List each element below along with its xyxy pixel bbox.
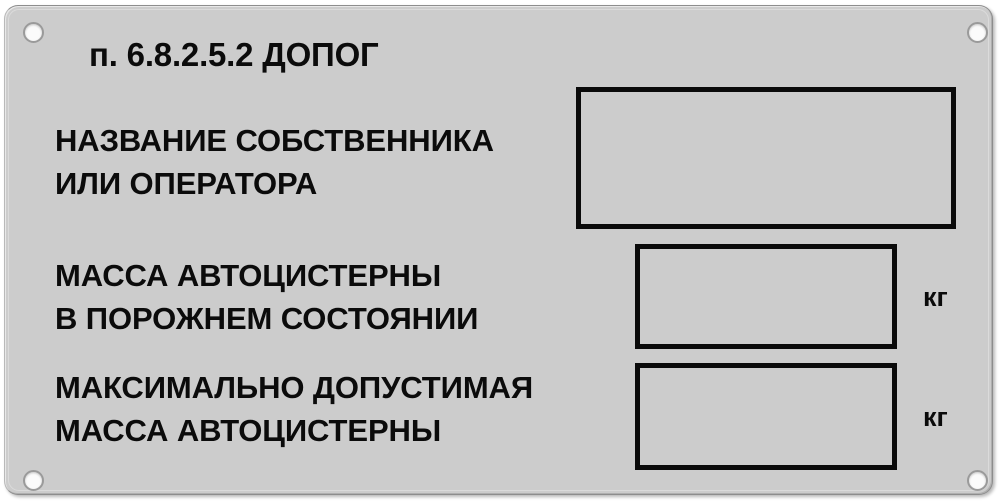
adr-tank-data-plate: п. 6.8.2.5.2 ДОПОГ НАЗВАНИЕ СОБСТВЕННИКА… <box>4 5 993 495</box>
mounting-hole-bottom-right <box>967 470 988 491</box>
unit-max-mass: кг <box>923 402 948 432</box>
label-empty-mass-line-2: В ПОРОЖНЕМ СОСТОЯНИИ <box>55 301 479 336</box>
label-empty-mass: МАССА АВТОЦИСТЕРНЫ В ПОРОЖНЕМ СОСТОЯНИИ <box>55 254 478 340</box>
label-owner-name-line-1: НАЗВАНИЕ СОБСТВЕННИКА <box>55 123 494 158</box>
plate-title: п. 6.8.2.5.2 ДОПОГ <box>89 36 379 73</box>
mounting-hole-top-left <box>23 22 44 43</box>
field-max-mass[interactable] <box>635 363 897 470</box>
mounting-hole-top-right <box>967 22 988 43</box>
field-empty-mass[interactable] <box>635 244 897 349</box>
unit-empty-mass: кг <box>923 282 948 312</box>
label-max-mass: МАКСИМАЛЬНО ДОПУСТИМАЯ МАССА АВТОЦИСТЕРН… <box>55 366 533 452</box>
field-owner-name[interactable] <box>576 87 956 229</box>
label-owner-name: НАЗВАНИЕ СОБСТВЕННИКА ИЛИ ОПЕРАТОРА <box>55 119 494 205</box>
mounting-hole-bottom-left <box>23 470 44 491</box>
label-empty-mass-line-1: МАССА АВТОЦИСТЕРНЫ <box>55 258 442 293</box>
label-owner-name-line-2: ИЛИ ОПЕРАТОРА <box>55 166 318 201</box>
label-max-mass-line-1: МАКСИМАЛЬНО ДОПУСТИМАЯ <box>55 370 534 405</box>
label-max-mass-line-2: МАССА АВТОЦИСТЕРНЫ <box>55 413 442 448</box>
